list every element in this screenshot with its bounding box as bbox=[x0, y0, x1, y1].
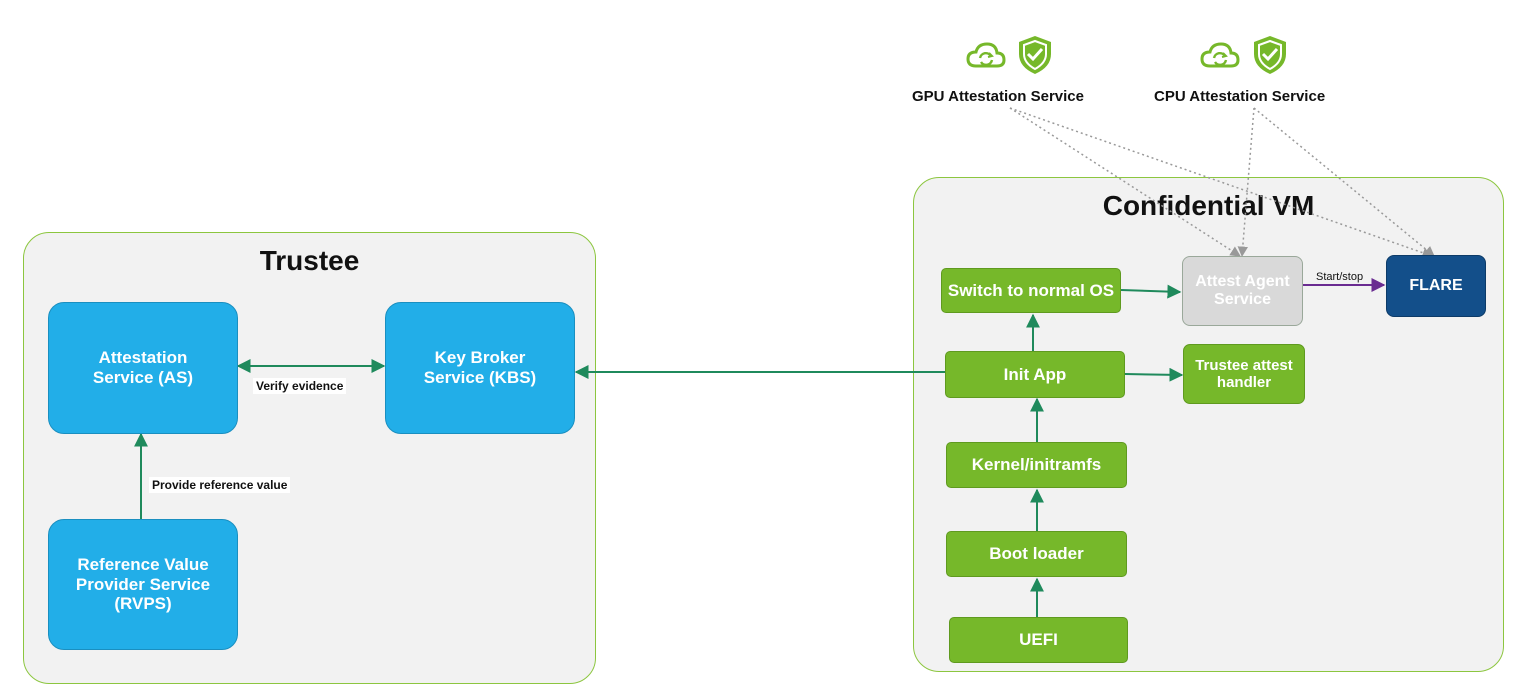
boot-loader-box: Boot loader bbox=[946, 531, 1127, 577]
kernel-initramfs-box: Kernel/initramfs bbox=[946, 442, 1127, 488]
attest-agent-box: Attest Agent Service bbox=[1182, 256, 1303, 326]
provide-reference-label: Provide reference value bbox=[149, 477, 291, 493]
gpu-agent-dotted bbox=[1009, 107, 1241, 257]
gpu-attestation-label: GPU Attestation Service bbox=[912, 88, 1084, 105]
switch-normal-os-box: Switch to normal OS bbox=[941, 268, 1121, 313]
switch-agent-arrow bbox=[1120, 284, 1182, 299]
trustee-title: Trustee bbox=[259, 245, 360, 276]
uefi-box: UEFI bbox=[949, 617, 1128, 663]
trustee-attest-handler-box: Trustee attest handler bbox=[1183, 344, 1305, 404]
init-handler-arrow bbox=[1124, 367, 1184, 382]
gpu-flare-dotted bbox=[1009, 107, 1433, 258]
flare-box: FLARE bbox=[1386, 255, 1486, 317]
key-broker-service-box: Key Broker Service (KBS) bbox=[385, 302, 575, 434]
cpu-shield-check-icon bbox=[1251, 34, 1289, 81]
confidential-vm-title: Confidential VM bbox=[1102, 190, 1315, 221]
cpu-agent-dotted bbox=[1237, 107, 1255, 258]
rvps-box: Reference Value Provider Service (RVPS) bbox=[48, 519, 238, 650]
start-stop-label: Start/stop bbox=[1316, 271, 1364, 283]
gpu-shield-check-icon bbox=[1016, 34, 1054, 81]
cpu-attestation-label: CPU Attestation Service bbox=[1154, 88, 1326, 105]
cpu-flare-dotted bbox=[1253, 107, 1435, 257]
cpu-cloud-sync-icon bbox=[1200, 40, 1240, 77]
verify-evidence-label: Verify evidence bbox=[253, 378, 347, 394]
attestation-service-box: Attestation Service (AS) bbox=[48, 302, 238, 434]
gpu-cloud-sync-icon bbox=[966, 40, 1006, 77]
init-app-box: Init App bbox=[945, 351, 1125, 398]
